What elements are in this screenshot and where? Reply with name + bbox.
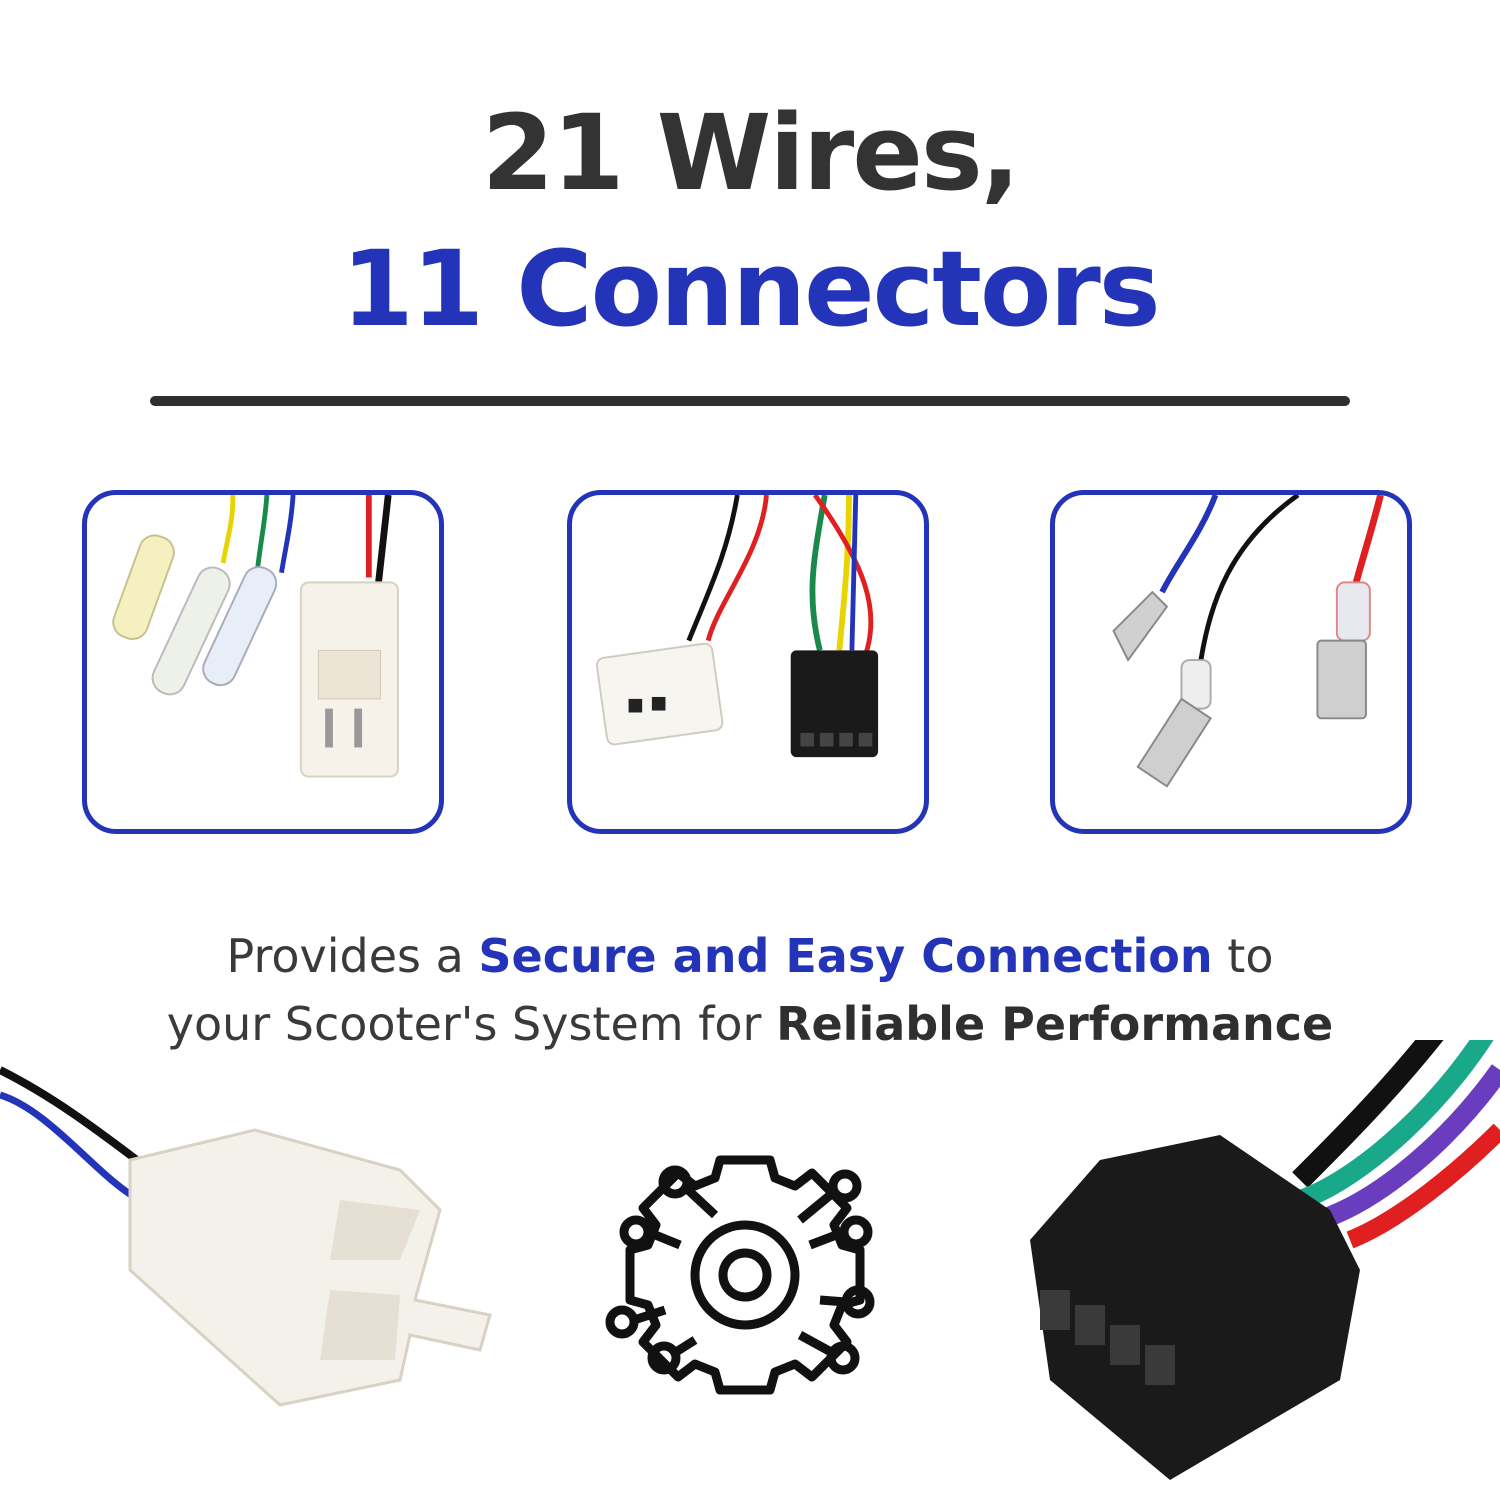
white-connector-image (0, 1066, 492, 1407)
spade-terminals-illustration (1112, 495, 1384, 788)
divider (150, 396, 1350, 406)
black-connector-image (1030, 1040, 1500, 1480)
bottom-product-art (0, 1040, 1500, 1480)
tagline-text: Provides a (226, 929, 479, 983)
tagline-text: to (1212, 929, 1274, 983)
tagline-text: your Scooter's System for (166, 997, 777, 1051)
bullet-connectors-illustration (112, 495, 399, 778)
connector-image-panel-3 (1050, 490, 1412, 834)
headline-line-1: 21 Wires, (481, 92, 1021, 214)
headline-line-2: 11 Connectors (341, 228, 1160, 350)
tagline-line-2: your Scooter's System for Reliable Perfo… (0, 990, 1500, 1058)
gear-circuit-icon (605, 1155, 875, 1395)
pin-connectors-illustration (595, 495, 879, 758)
tagline: Provides a Secure and Easy Connection to… (0, 922, 1500, 1058)
connector-image-panel-2 (567, 490, 929, 834)
tagline-highlight: Secure and Easy Connection (478, 929, 1213, 983)
connector-image-panel-1 (82, 490, 444, 834)
tagline-line-1: Provides a Secure and Easy Connection to (0, 922, 1500, 990)
tagline-highlight: Reliable Performance (776, 997, 1334, 1051)
